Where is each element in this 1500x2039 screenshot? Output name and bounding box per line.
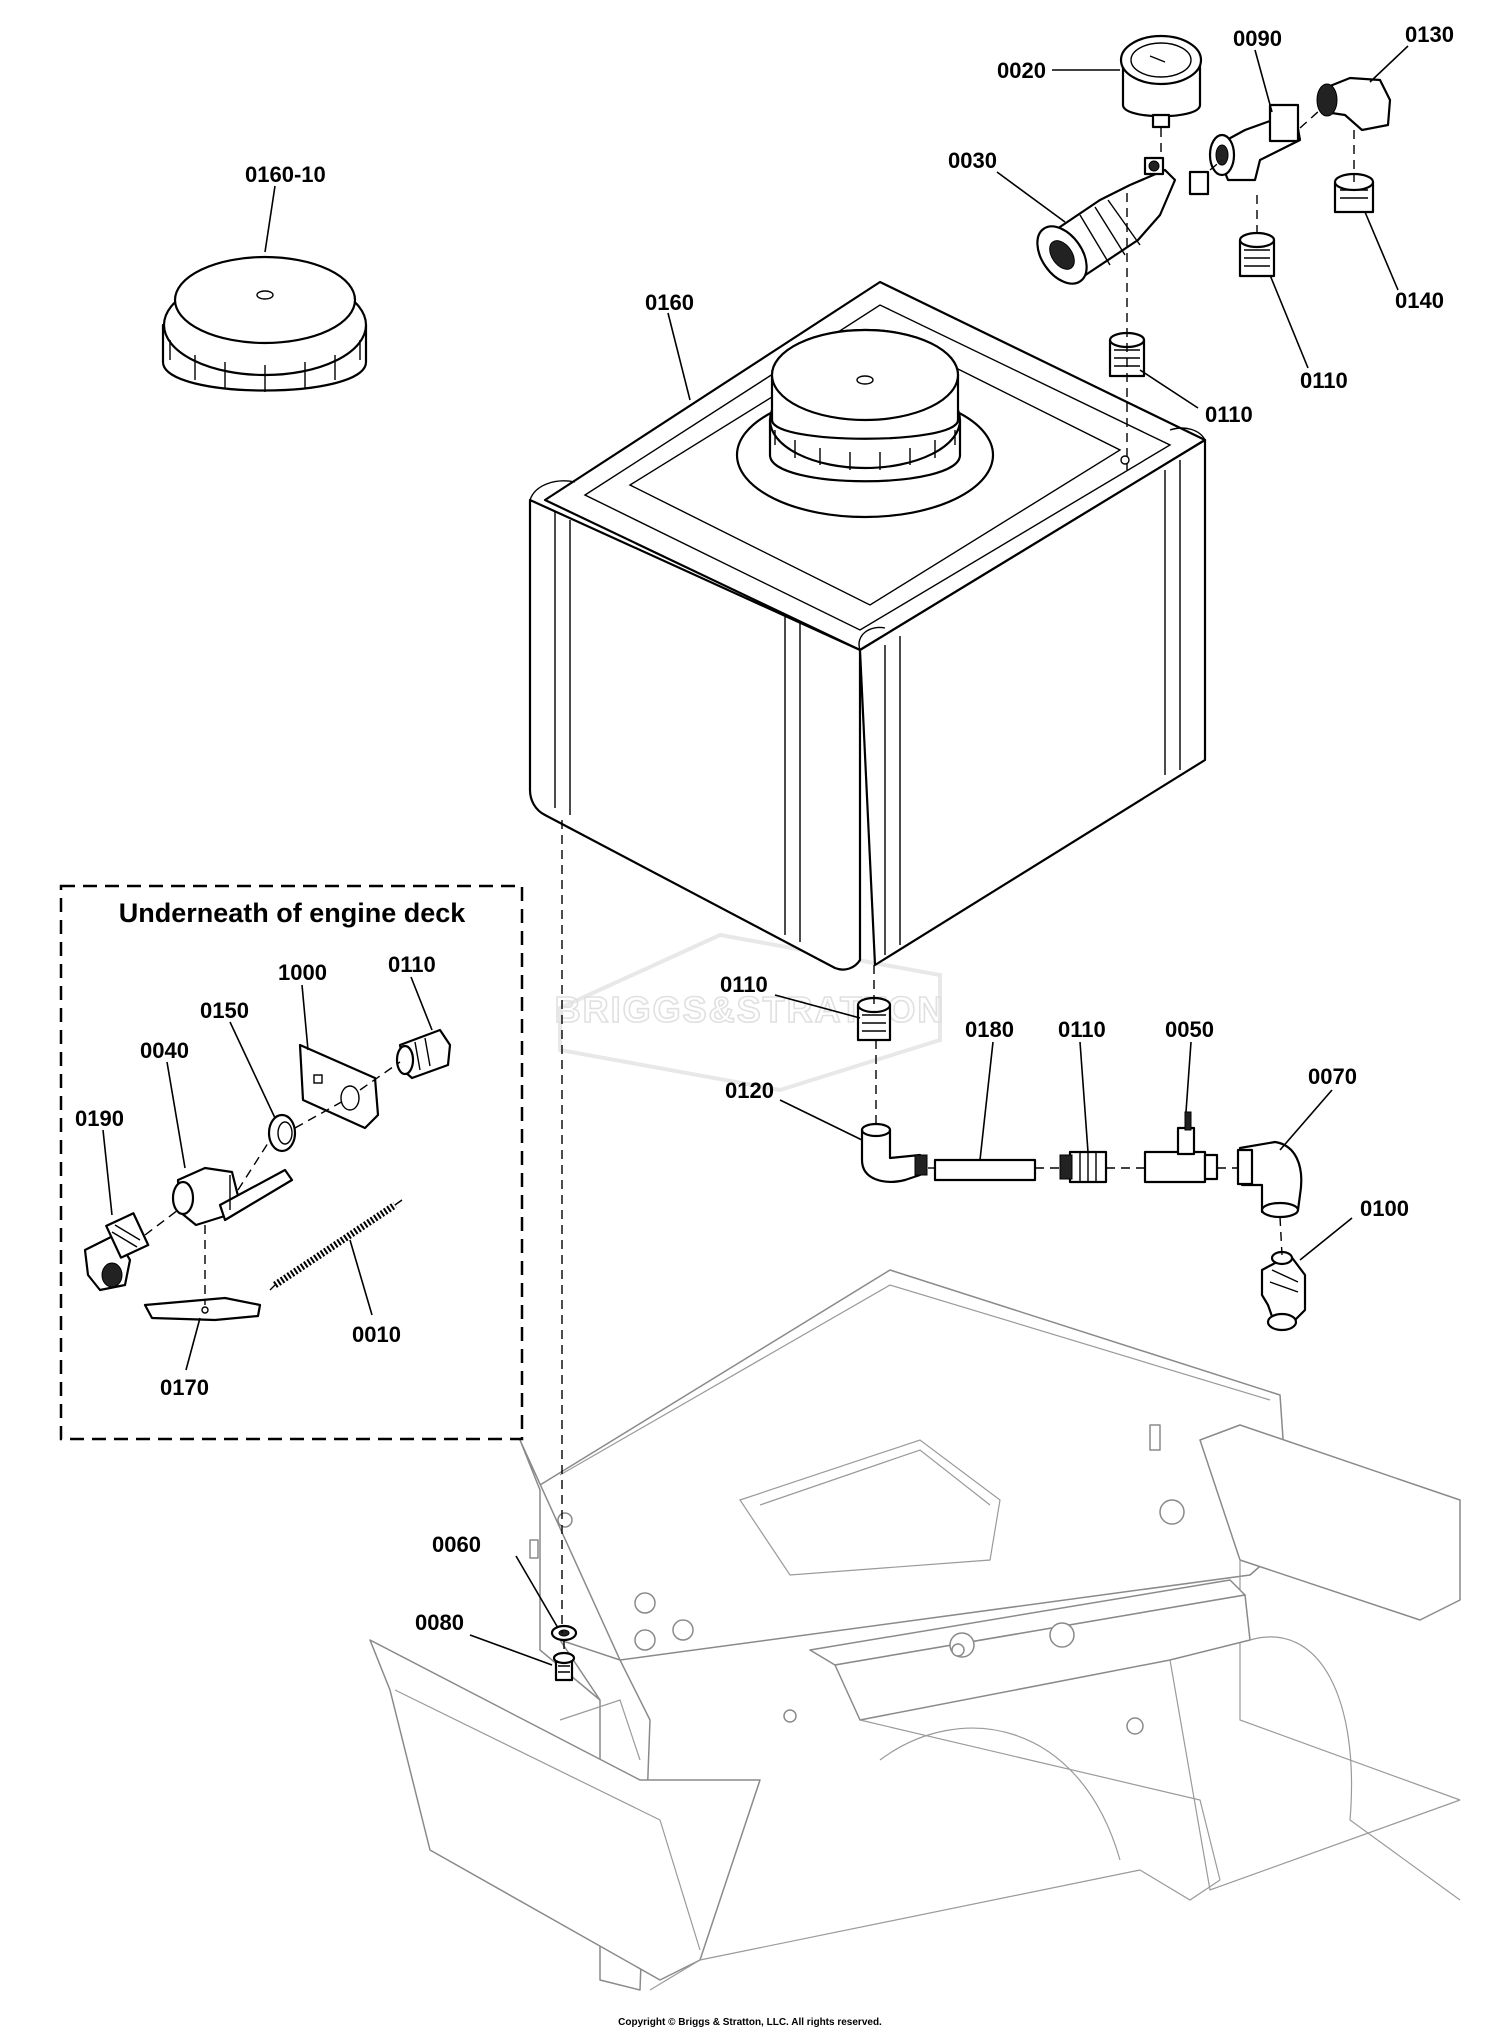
- callout-0110-tank-top: 0110: [1205, 402, 1253, 427]
- callout-0080: 0080: [415, 1610, 464, 1635]
- callout-0020: 0020: [997, 58, 1046, 83]
- tube-0180: [933, 1158, 1037, 1182]
- leader-lines: [102, 45, 1409, 1666]
- copyright-footer: Copyright © Briggs & Stratton, LLC. All …: [618, 2017, 882, 2028]
- callout-0090: 0090: [1233, 26, 1282, 51]
- callout-0040: 0040: [140, 1038, 189, 1063]
- callout-0110-inset: 0110: [388, 952, 436, 977]
- fitting-0110-upper: [1238, 231, 1276, 278]
- inset-box: Underneath of engine deck: [59, 884, 524, 1441]
- callout-labels: 0020 0090 0130 0160-10 0030 0140 0160 01…: [75, 22, 1454, 1635]
- fitting-0110-tank-bottom: [856, 996, 892, 1042]
- callout-0160-10: 0160-10: [245, 162, 326, 187]
- fitting-0110-inline: [1059, 1150, 1108, 1184]
- callout-0010: 0010: [352, 1322, 401, 1347]
- pressure-regulator: [1036, 156, 1210, 285]
- callout-0180: 0180: [965, 1017, 1014, 1042]
- water-tank: [528, 280, 1207, 971]
- elbow-0070: [1236, 1140, 1303, 1219]
- fitting-0110-tank-top: [1108, 331, 1146, 378]
- bolt-0080: [552, 1651, 576, 1682]
- elbow-fitting-0130: [1316, 76, 1392, 132]
- callout-0140: 0140: [1395, 288, 1444, 313]
- lever-0170: [143, 1296, 262, 1322]
- callout-0030: 0030: [948, 148, 997, 173]
- callout-1000: 1000: [278, 960, 327, 985]
- tank-cap: [161, 255, 368, 392]
- washer-0060: [550, 1624, 578, 1642]
- callout-0110-inline: 0110: [1058, 1017, 1106, 1042]
- callout-0070: 0070: [1308, 1064, 1357, 1089]
- alignment-lines: [144, 109, 1355, 1655]
- callout-0160: 0160: [645, 290, 694, 315]
- elbow-0120: [860, 1122, 928, 1183]
- spring-0010: [269, 1199, 403, 1291]
- bracket-1000: [298, 1043, 380, 1130]
- washer-0150: [267, 1113, 297, 1153]
- elbow-0190: [83, 1212, 150, 1292]
- pressure-gauge: [1119, 34, 1203, 129]
- mower-frame: [369, 1269, 1461, 1991]
- valve-0050: [1143, 1111, 1219, 1184]
- callout-0120: 0120: [725, 1078, 774, 1103]
- fitting-0110-inset: [395, 1028, 452, 1080]
- callout-0060: 0060: [432, 1532, 481, 1557]
- ball-valve-0040: [171, 1166, 294, 1227]
- plug-0140: [1333, 172, 1375, 214]
- callout-0190: 0190: [75, 1106, 124, 1131]
- callout-0170: 0170: [160, 1375, 209, 1400]
- callout-0050: 0050: [1165, 1017, 1214, 1042]
- callout-0110-tank-bottom: 0110: [720, 972, 768, 997]
- tee-fitting-0090: [1208, 103, 1302, 182]
- callout-0130: 0130: [1405, 22, 1454, 47]
- callout-0150: 0150: [200, 998, 249, 1023]
- elbow-0100: [1260, 1250, 1307, 1332]
- callout-0110-upper: 0110: [1300, 368, 1348, 393]
- inset-title: Underneath of engine deck: [119, 898, 467, 928]
- callout-0100: 0100: [1360, 1196, 1409, 1221]
